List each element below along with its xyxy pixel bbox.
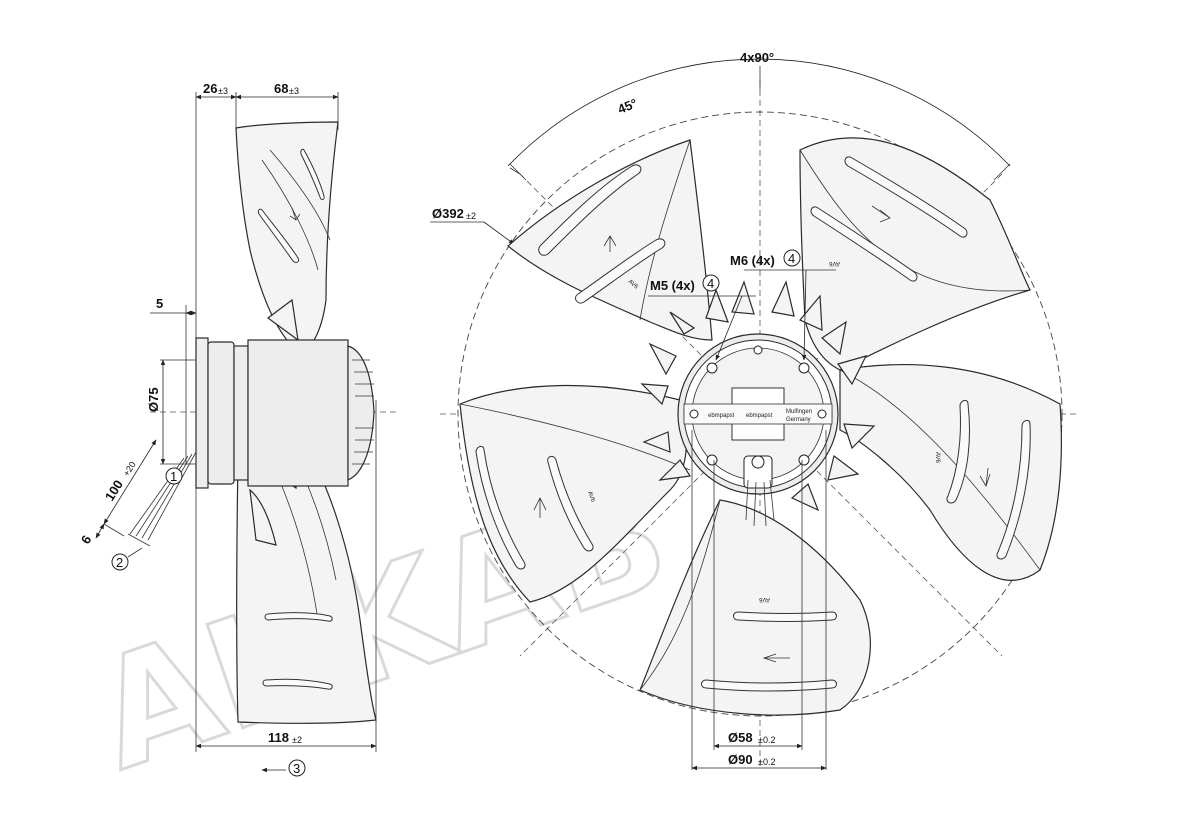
- svg-text:ebmpapst: ebmpapst: [708, 413, 735, 419]
- dim-118: 118: [268, 730, 289, 745]
- label-m6: M6 (4x): [730, 253, 775, 268]
- callout-3: 3: [293, 761, 300, 776]
- svg-text:±0.2: ±0.2: [758, 735, 775, 745]
- dim-26: 26: [203, 81, 217, 96]
- cable-bundle: [127, 451, 197, 547]
- svg-text:+20: +20: [121, 460, 138, 478]
- mount-hole: [706, 362, 718, 374]
- svg-text:±2: ±2: [466, 211, 476, 221]
- svg-text:±2: ±2: [292, 735, 302, 745]
- blade-slots: [475, 156, 1031, 692]
- angle-45: 45°: [616, 96, 640, 117]
- mount-hole: [706, 454, 718, 466]
- motor-flange: [195, 337, 209, 489]
- dim-d392: Ø392: [432, 206, 464, 221]
- callout-4b: 4: [707, 276, 714, 291]
- callout-4a: 4: [788, 251, 795, 266]
- hub-fins: [640, 280, 876, 512]
- svg-text:±3: ±3: [218, 86, 228, 96]
- mount-hole: [817, 409, 827, 419]
- dim-d90: Ø90: [728, 752, 753, 767]
- svg-text:Mulfingen: Mulfingen: [786, 409, 812, 415]
- svg-text:AV6: AV6: [758, 596, 770, 602]
- hub-label-plate: [683, 403, 833, 425]
- angle-4x90: 4x90°: [740, 50, 774, 65]
- front-blade-top-right: [799, 137, 1031, 371]
- callout-2: 2: [116, 555, 123, 570]
- label-m5: M5 (4x): [650, 278, 695, 293]
- outer-diameter-circle: [457, 111, 1063, 717]
- svg-text:ebmpapst: ebmpapst: [746, 413, 773, 419]
- mount-hole: [798, 362, 810, 374]
- front-blade-bottom: [639, 499, 871, 716]
- svg-text:AV6: AV6: [934, 452, 940, 464]
- side-view: 26 ±3 68 ±3 5 Ø75 100 +20 6 1 2 118 ±2 3: [78, 81, 400, 777]
- dim-68: 68: [274, 81, 288, 96]
- front-blade-right: [839, 363, 1062, 581]
- callout-1: 1: [170, 469, 177, 484]
- dim-d75: Ø75: [146, 387, 161, 412]
- svg-text:±3: ±3: [289, 86, 299, 96]
- mount-hole: [689, 409, 699, 419]
- dim-d58: Ø58: [728, 730, 753, 745]
- dim-6: 6: [78, 533, 95, 547]
- mount-hole: [798, 454, 810, 466]
- svg-text:Germany: Germany: [786, 417, 811, 423]
- mount-hole: [753, 345, 763, 355]
- motor-rotor: [347, 345, 375, 481]
- dim-cable: 100: [102, 477, 126, 503]
- front-view: 4x90° 45° Ø392 ±2: [430, 50, 1080, 771]
- dim-5: 5: [156, 296, 163, 311]
- svg-text:AV6: AV6: [828, 260, 840, 266]
- svg-text:±0.2: ±0.2: [758, 757, 775, 767]
- svg-text:AV6: AV6: [586, 491, 596, 504]
